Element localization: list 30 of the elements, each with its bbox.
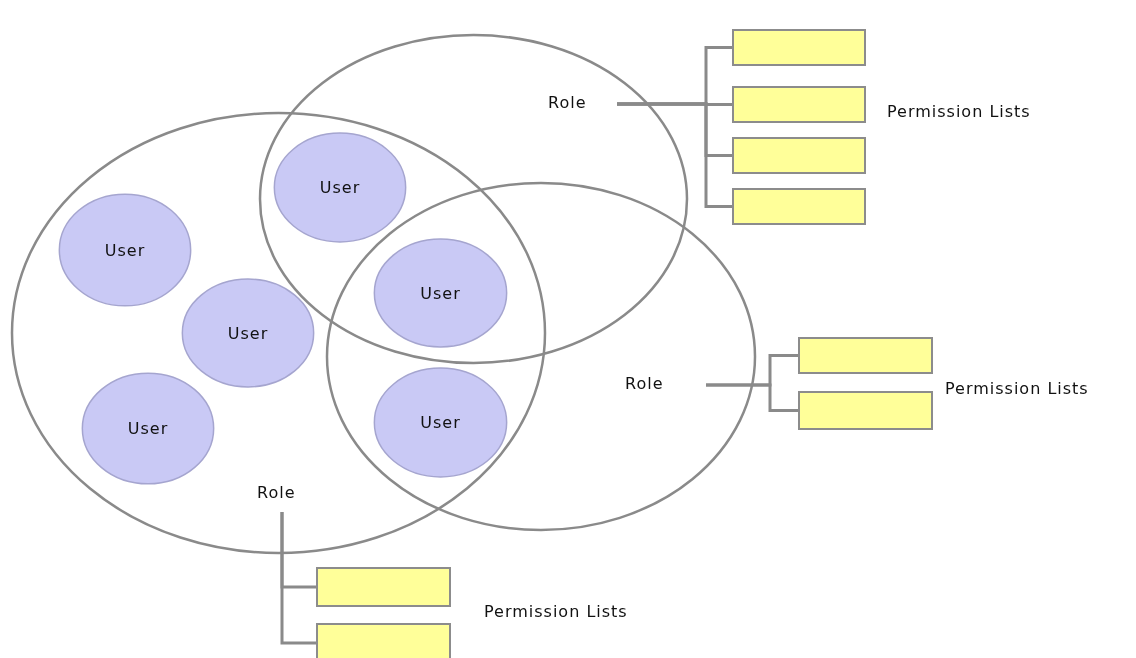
role-label: Role bbox=[257, 482, 307, 512]
permission-lists-label: Permission Lists bbox=[484, 602, 628, 621]
user-label: User bbox=[319, 178, 361, 197]
permission-lists-label: Permission Lists bbox=[887, 102, 1031, 121]
connector-line bbox=[280, 512, 316, 645]
permission-list-box bbox=[732, 137, 866, 174]
permission-list-box bbox=[732, 29, 866, 66]
user-label: User bbox=[420, 413, 461, 432]
permission-list-box bbox=[798, 391, 933, 430]
permission-list-box bbox=[316, 623, 451, 658]
permission-list-box bbox=[316, 567, 451, 607]
permission-list-box bbox=[732, 86, 866, 123]
user-circle bbox=[181, 278, 315, 388]
user-circle bbox=[58, 193, 192, 307]
connector-line bbox=[617, 102, 732, 208]
role-label: Role bbox=[548, 92, 617, 114]
user-circle bbox=[81, 372, 215, 485]
user-circle bbox=[373, 238, 508, 348]
connector-line bbox=[706, 383, 798, 412]
user-label: User bbox=[127, 419, 169, 438]
user-circle bbox=[373, 367, 508, 478]
user-circle bbox=[273, 132, 407, 243]
user-label: User bbox=[104, 240, 146, 260]
permission-list-box bbox=[732, 188, 866, 225]
role-label: Role bbox=[625, 373, 706, 395]
user-label: User bbox=[227, 323, 269, 343]
user-label: User bbox=[420, 283, 461, 303]
role-circle bbox=[12, 113, 545, 553]
permission-list-box bbox=[798, 337, 933, 374]
permission-lists-label: Permission Lists bbox=[945, 379, 1089, 398]
